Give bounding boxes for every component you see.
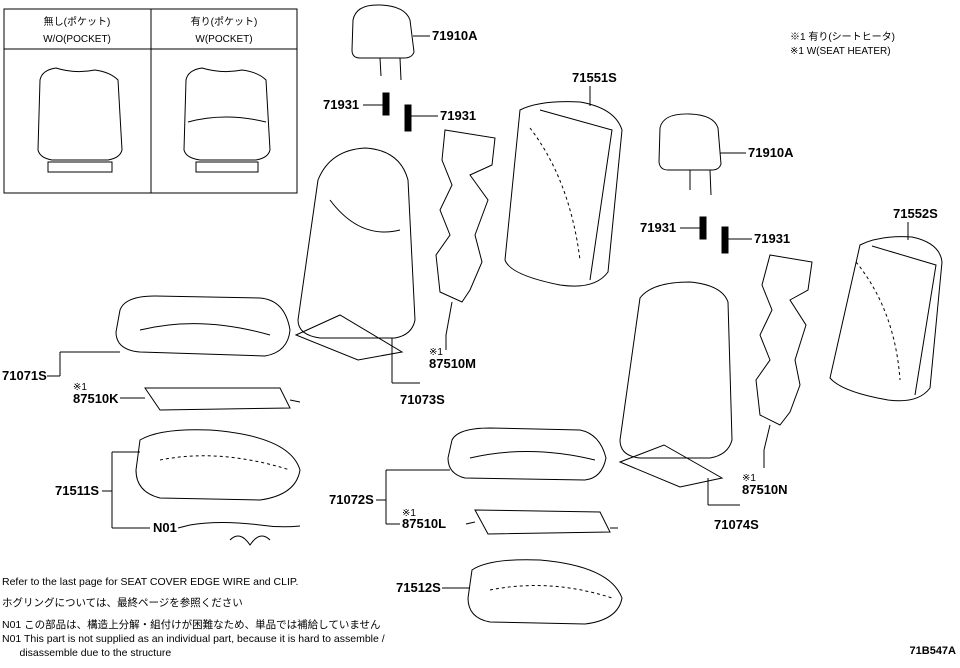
cushion-71071S — [115, 295, 291, 357]
legend-line-jp: ※1 有り(シートヒータ) — [790, 32, 895, 43]
label-N01: N01 — [153, 520, 177, 535]
pocket-variant-table — [3, 8, 298, 194]
mark-87510L: ※1 — [402, 508, 416, 519]
headrest-front — [351, 4, 415, 81]
label-87510N: 87510N — [742, 482, 788, 497]
note-line-3: N01 この部品は、構造上分解・組付けが困難なため、単品では補給していません — [2, 619, 381, 631]
seatback-71074S — [618, 281, 733, 488]
label-71073S: 71073S — [400, 392, 445, 407]
seatback-pad-71551S — [504, 101, 623, 287]
label-87510L: 87510L — [402, 516, 446, 531]
mark-87510K: ※1 — [73, 382, 87, 393]
label-71931-3: 71931 — [640, 220, 676, 235]
legend-line-en: ※1 W(SEAT HEATER) — [790, 46, 891, 57]
col2-jp: 有り(ポケット) — [191, 15, 258, 28]
headrest-rear — [658, 113, 722, 196]
note-line-4: N01 This part is not supplied as an indi… — [2, 633, 385, 645]
seatback-71073S — [294, 147, 416, 361]
seatback-pad-71552S — [829, 236, 943, 402]
leader-lines — [47, 35, 909, 589]
col1-jp: 無し(ポケット) — [44, 15, 111, 28]
label-71512S: 71512S — [396, 580, 441, 595]
label-71551S: 71551S — [572, 70, 617, 85]
headrest-guides — [382, 92, 729, 254]
label-71910A-2: 71910A — [748, 145, 794, 160]
note-line-5: disassemble due to the structure — [2, 647, 172, 659]
label-87510M: 87510M — [429, 356, 476, 371]
note-line-2: ホグリングについては、最終ページを参照ください — [2, 597, 243, 609]
label-71074S: 71074S — [714, 517, 759, 532]
wire-harness-N01 — [189, 522, 301, 546]
label-71072S: 71072S — [329, 492, 374, 507]
heater-87510N — [755, 254, 813, 451]
cushion-pad-71511S — [135, 429, 301, 501]
label-87510K: 87510K — [73, 391, 119, 406]
mark-87510M: ※1 — [429, 347, 443, 358]
label-71910A-1: 71910A — [432, 28, 478, 43]
col2-en: W(POCKET) — [195, 34, 252, 45]
diagram-id: 71B547A — [909, 645, 956, 657]
label-71931-1: 71931 — [323, 97, 359, 112]
heater-87510M — [435, 129, 496, 336]
label-71511S: 71511S — [55, 483, 99, 498]
heater-87510L — [474, 509, 618, 535]
mark-87510N: ※1 — [742, 473, 756, 484]
label-71931-2: 71931 — [440, 108, 476, 123]
note-line-1: Refer to the last page for SEAT COVER ED… — [2, 576, 299, 588]
cushion-71072S — [447, 427, 607, 481]
col1-en: W/O(POCKET) — [43, 34, 111, 45]
heater-87510K — [144, 387, 301, 411]
cushion-pad-71512S — [467, 559, 623, 625]
label-71552S: 71552S — [893, 206, 938, 221]
label-71071S: 71071S — [2, 368, 47, 383]
label-71931-4: 71931 — [754, 231, 790, 246]
